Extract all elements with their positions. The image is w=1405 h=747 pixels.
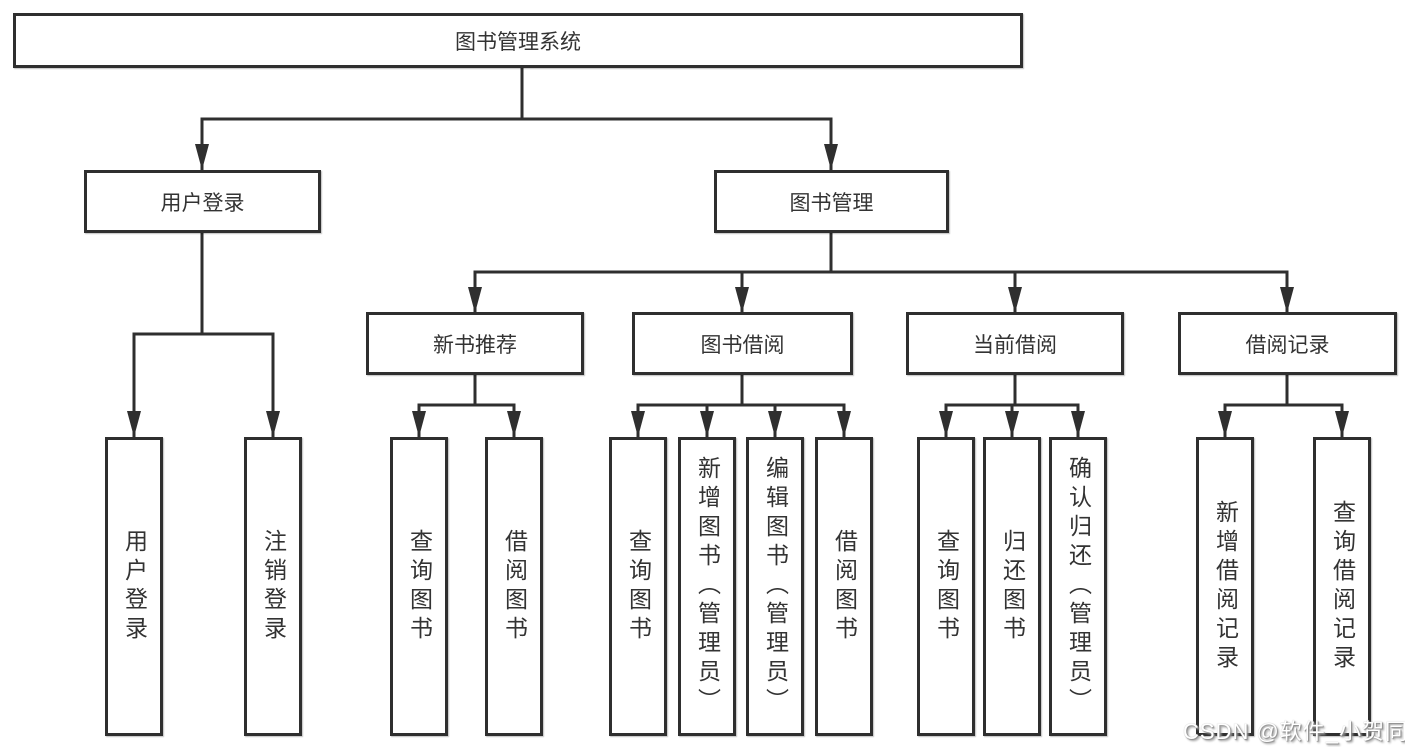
node-label: 编辑图书（管理员）	[762, 456, 789, 717]
node-label: 查询图书	[933, 528, 960, 645]
node-label: 新书推荐	[433, 333, 517, 357]
node-label: 当前借阅	[973, 333, 1057, 357]
node-user-login: 用户登录	[84, 170, 321, 233]
node-label: 借阅图书	[501, 528, 528, 645]
leaf-cb-query-books: 查询图书	[917, 437, 975, 736]
leaf-br-add-record: 新增借阅记录	[1196, 437, 1254, 736]
leaf-bb-edit-books-admin: 编辑图书（管理员）	[746, 437, 804, 736]
node-label: 查询图书	[406, 528, 433, 645]
node-label: 注销登录	[260, 528, 287, 645]
node-label: 用户登录	[121, 528, 148, 645]
leaf-user-login: 用户登录	[105, 437, 163, 736]
arrowhead	[1071, 411, 1085, 437]
node-label: 新增图书（管理员）	[694, 456, 721, 717]
leaf-nb-borrow-books: 借阅图书	[485, 437, 543, 736]
arrowhead	[824, 144, 838, 170]
connector-borrowing-records	[1223, 375, 1344, 437]
connector-book-management	[473, 233, 1289, 313]
arrowhead	[468, 287, 482, 313]
node-label: 图书管理系统	[455, 30, 581, 54]
node-label: 借阅图书	[831, 528, 858, 645]
arrowhead	[412, 411, 426, 437]
node-new-book-recommendation: 新书推荐	[366, 312, 584, 375]
node-label: 查询图书	[625, 528, 652, 645]
node-label: 确认归还（管理员）	[1065, 456, 1092, 717]
arrowhead	[127, 411, 141, 437]
arrowhead	[700, 411, 714, 437]
node-borrowing-records: 借阅记录	[1178, 312, 1397, 375]
connector-book-borrowing	[636, 375, 846, 437]
node-label: 查询借阅记录	[1329, 499, 1356, 674]
node-label: 借阅记录	[1245, 333, 1330, 357]
connector-user-login	[132, 233, 275, 437]
arrowhead	[1005, 411, 1019, 437]
node-label: 用户登录	[160, 191, 245, 215]
leaf-cb-confirm-return-admin: 确认归还（管理员）	[1049, 437, 1107, 736]
node-label: 新增借阅记录	[1212, 499, 1239, 674]
node-label: 归还图书	[999, 528, 1026, 645]
arrowhead	[266, 411, 280, 437]
arrowhead	[768, 411, 782, 437]
csdn-watermark: CSDN @软件_小贺同学	[1183, 719, 1405, 744]
leaf-nb-query-books: 查询图书	[390, 437, 448, 736]
node-current-borrowing: 当前借阅	[906, 312, 1124, 375]
leaf-bb-query-books: 查询图书	[609, 437, 667, 736]
leaf-br-query-record: 查询借阅记录	[1313, 437, 1371, 736]
node-library-management-system: 图书管理系统	[13, 13, 1023, 68]
arrowhead	[507, 411, 521, 437]
node-label: 图书借阅	[700, 333, 785, 357]
arrowhead	[1335, 411, 1349, 437]
arrowheads	[127, 144, 1349, 437]
leaf-bb-add-books-admin: 新增图书（管理员）	[678, 437, 736, 736]
arrowhead	[1280, 287, 1294, 313]
arrowhead	[939, 411, 953, 437]
arrowhead	[1008, 287, 1022, 313]
node-label: 图书管理	[789, 191, 874, 215]
leaf-logout: 注销登录	[244, 437, 302, 736]
leaf-bb-borrow-books: 借阅图书	[815, 437, 873, 736]
arrowhead	[195, 144, 209, 170]
node-book-management: 图书管理	[714, 170, 949, 233]
arrowhead	[735, 287, 749, 313]
connector-root	[200, 68, 833, 170]
leaf-cb-return-books: 归还图书	[983, 437, 1041, 736]
arrowhead	[631, 411, 645, 437]
connector-new-books	[417, 375, 516, 437]
arrowhead	[837, 411, 851, 437]
node-book-borrowing: 图书借阅	[632, 312, 853, 375]
arrowhead	[1218, 411, 1232, 437]
